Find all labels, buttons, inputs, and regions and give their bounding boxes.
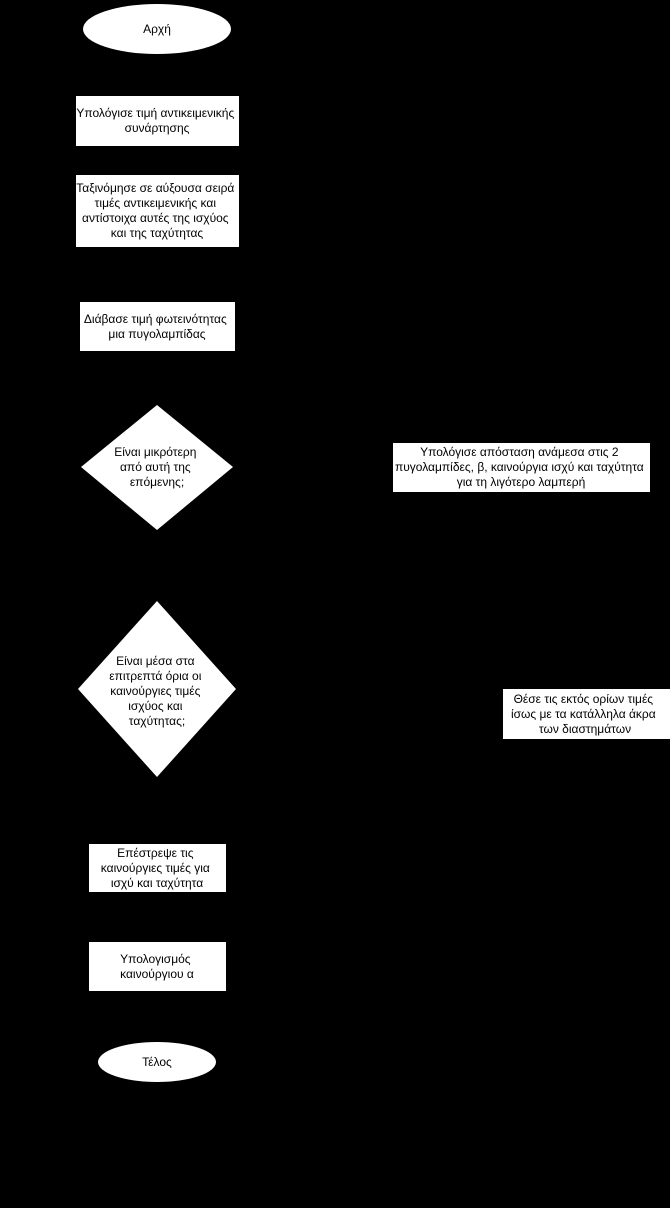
sort-values-node: Ταξινόμησε σε αύξουσα σειρά τιμές αντικε… [76, 175, 239, 247]
decision-smaller-node: Είναι μικρότερη από αυτή της επόμενης; [81, 405, 233, 530]
decision-bounds-label: Είναι μέσα στα επιτρεπτά όρια οι καινούρ… [109, 654, 204, 728]
decision-bounds-node: Είναι μέσα στα επιτρεπτά όρια οι καινούρ… [78, 601, 236, 777]
compute-distance-label: Υπολόγισε απόσταση ανάμεσα στις 2 πυγολα… [395, 445, 647, 489]
read-brightness-label: Διάβασε τιμή φωτεινότητας μια πυγολαμπίδ… [84, 312, 230, 341]
clamp-values-node: Θέσε τις εκτός ορίων τιμές ίσως με τα κα… [503, 689, 670, 739]
end-node: Τέλος [98, 1042, 216, 1082]
compute-distance-node: Υπολόγισε απόσταση ανάμεσα στις 2 πυγολα… [393, 443, 650, 492]
compute-alpha-label: Υπολογισμός καινούργιου α [120, 952, 194, 981]
compute-alpha-node: Υπολογισμός καινούργιου α [89, 942, 226, 991]
start-node: Αρχή [83, 4, 231, 54]
return-values-node: Επέστρεψε τις καινούργιες τιμές για ισχύ… [89, 844, 226, 892]
start-label: Αρχή [143, 22, 171, 36]
return-values-label: Επέστρεψε τις καινούργιες τιμές για ισχύ… [101, 846, 213, 890]
end-label: Τέλος [142, 1055, 172, 1069]
sort-values-label: Ταξινόμησε σε αύξουσα σειρά τιμές αντικε… [76, 181, 237, 240]
decision-smaller-label: Είναι μικρότερη από αυτή της επόμενης; [114, 445, 199, 489]
read-brightness-node: Διάβασε τιμή φωτεινότητας μια πυγολαμπίδ… [80, 302, 235, 351]
clamp-values-label: Θέσε τις εκτός ορίων τιμές ίσως με τα κα… [511, 692, 659, 736]
compute-objective-node: Υπολόγισε τιμή αντικειμενικής συνάρτησης [76, 96, 239, 146]
compute-objective-label: Υπολόγισε τιμή αντικειμενικής συνάρτησης [76, 106, 237, 135]
